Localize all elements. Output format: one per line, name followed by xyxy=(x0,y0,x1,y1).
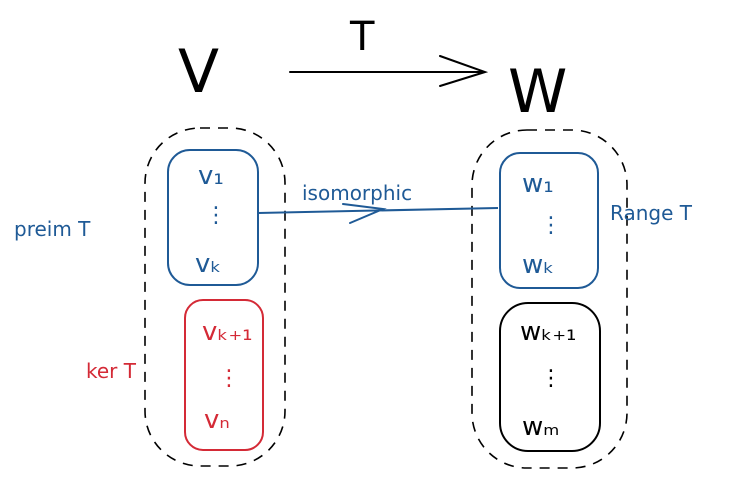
right-upper-dots: ⋮ xyxy=(540,213,562,238)
preimage-box xyxy=(167,149,259,286)
codomain-complement-box xyxy=(499,302,601,452)
kernel-label: ker T xyxy=(86,359,137,383)
space-v-label: V xyxy=(178,37,219,107)
kernel-box xyxy=(184,299,264,451)
left-upper-dots: ⋮ xyxy=(205,203,227,228)
left-upper-last: vₖ xyxy=(195,249,221,279)
isomorphic-label: isomorphic xyxy=(302,181,412,205)
right-lower-dots: ⋮ xyxy=(540,366,562,391)
map-t-label: T xyxy=(349,14,375,60)
range-box xyxy=(499,152,599,289)
right-upper-first: w₁ xyxy=(522,169,554,199)
isomorphic-arrowhead xyxy=(342,203,387,224)
range-label: Range T xyxy=(610,201,693,225)
space-w-label: W xyxy=(508,57,567,127)
right-lower-last: wₘ xyxy=(522,412,559,442)
left-lower-dots: ⋮ xyxy=(218,366,240,391)
left-upper-first: v₁ xyxy=(198,161,224,191)
preimage-label: preim T xyxy=(14,217,91,241)
right-lower-first: wₖ₊₁ xyxy=(520,317,576,347)
right-upper-last: wₖ xyxy=(522,250,554,280)
left-lower-first: vₖ₊₁ xyxy=(202,317,253,347)
map-arrow xyxy=(289,55,489,87)
left-lower-last: vₙ xyxy=(204,405,230,435)
codomain-dashed-container xyxy=(471,129,628,469)
